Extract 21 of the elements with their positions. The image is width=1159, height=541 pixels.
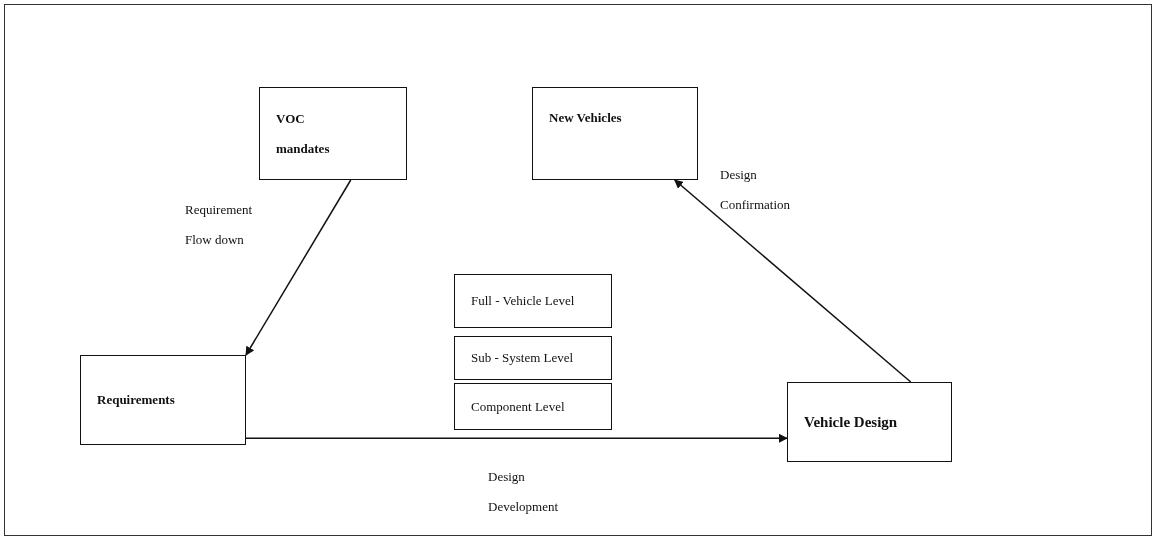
process-box: [787, 382, 952, 462]
box-label: Sub - System Level: [471, 350, 575, 366]
process-box: [454, 383, 612, 430]
arrow: [674, 179, 912, 383]
box-label: Vehicle Design: [804, 413, 899, 431]
process-box: [454, 274, 612, 328]
box-label: New Vehicles: [549, 110, 623, 126]
box-label: Component Level: [471, 398, 566, 415]
edge-label: Design Confirmation: [720, 166, 792, 214]
box-label: mandates: [276, 140, 331, 157]
process-box: [454, 336, 612, 380]
arrow: [245, 433, 788, 443]
process-box: [532, 87, 698, 180]
edge-label: Design Development: [488, 468, 560, 516]
process-box: [80, 355, 246, 445]
process-box: [259, 87, 407, 180]
box-label: Requirements: [97, 392, 176, 408]
box-label: Full - Vehicle Level: [471, 293, 576, 309]
arrow: [245, 179, 352, 356]
edge-label: Requirement Flow down: [185, 201, 254, 249]
box-label: VOC: [276, 110, 306, 127]
